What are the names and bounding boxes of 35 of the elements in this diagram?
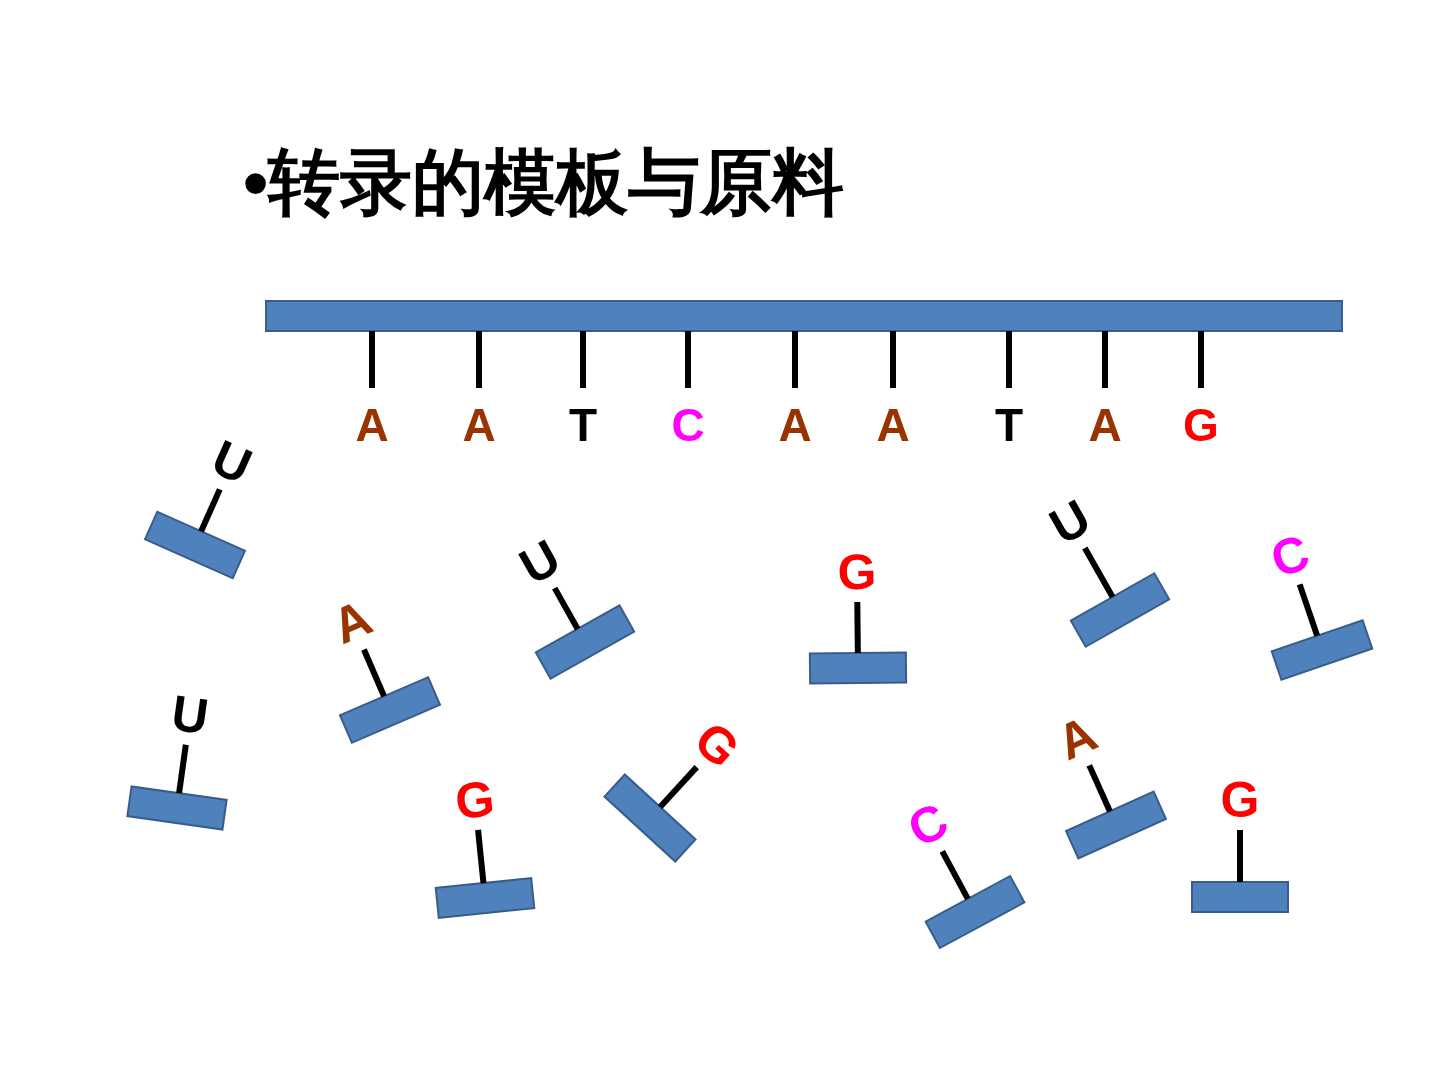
base-letter: C bbox=[900, 794, 956, 856]
nucleotide-drawing bbox=[434, 829, 536, 919]
base-letter: T bbox=[994, 402, 1024, 448]
nucleotide-drawing bbox=[143, 488, 247, 580]
base-letter: G bbox=[453, 773, 497, 827]
nucleotide-drawing bbox=[808, 601, 908, 685]
nucleotide-drawing bbox=[534, 586, 636, 680]
base-letter: G bbox=[1183, 402, 1219, 448]
base-letter: T bbox=[568, 402, 598, 448]
base-letter: G bbox=[837, 546, 877, 598]
nucleotide-drawing bbox=[1191, 830, 1289, 913]
nucleotide-drawing bbox=[1270, 583, 1374, 681]
title: •转录的模板与原料 bbox=[243, 141, 845, 224]
base-letter: U bbox=[205, 431, 259, 493]
nucleotide-drawing bbox=[126, 744, 228, 831]
base-letter: A bbox=[778, 402, 812, 448]
template-strand-drawing bbox=[265, 300, 1343, 388]
base-letter: C bbox=[671, 402, 705, 448]
base-letter: G bbox=[1220, 775, 1260, 825]
base-letter: U bbox=[1041, 491, 1099, 553]
base-letter: A bbox=[1050, 707, 1104, 769]
nucleotide-drawing bbox=[1069, 546, 1171, 649]
nucleotide-drawing bbox=[924, 849, 1026, 950]
base-letter: G bbox=[685, 713, 749, 777]
nucleotide-drawing bbox=[1064, 764, 1168, 860]
nucleotide-drawing bbox=[603, 765, 699, 863]
base-letter: A bbox=[876, 402, 910, 448]
base-letter: U bbox=[512, 531, 568, 593]
base-letter: A bbox=[325, 591, 379, 653]
base-letter: U bbox=[168, 687, 212, 743]
base-letter: A bbox=[462, 402, 496, 448]
base-letter: C bbox=[1264, 526, 1316, 586]
base-letter: A bbox=[355, 402, 389, 448]
base-letter: A bbox=[1088, 402, 1122, 448]
nucleotide-drawing bbox=[338, 648, 442, 745]
